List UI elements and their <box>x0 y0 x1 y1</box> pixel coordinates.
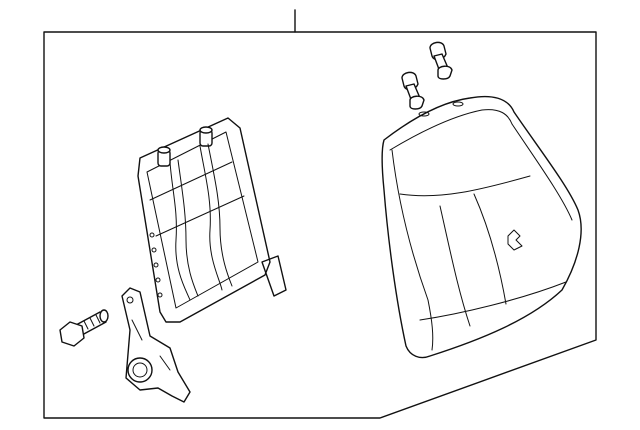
assembly-outline <box>43 31 597 419</box>
headrest-guide-right <box>429 41 453 80</box>
mounting-bolt <box>59 309 109 347</box>
recliner-bracket <box>121 287 191 403</box>
seat-back-cushion-pad <box>381 95 582 359</box>
seat-back-frame <box>137 117 287 323</box>
headrest-guide-left <box>401 71 425 110</box>
